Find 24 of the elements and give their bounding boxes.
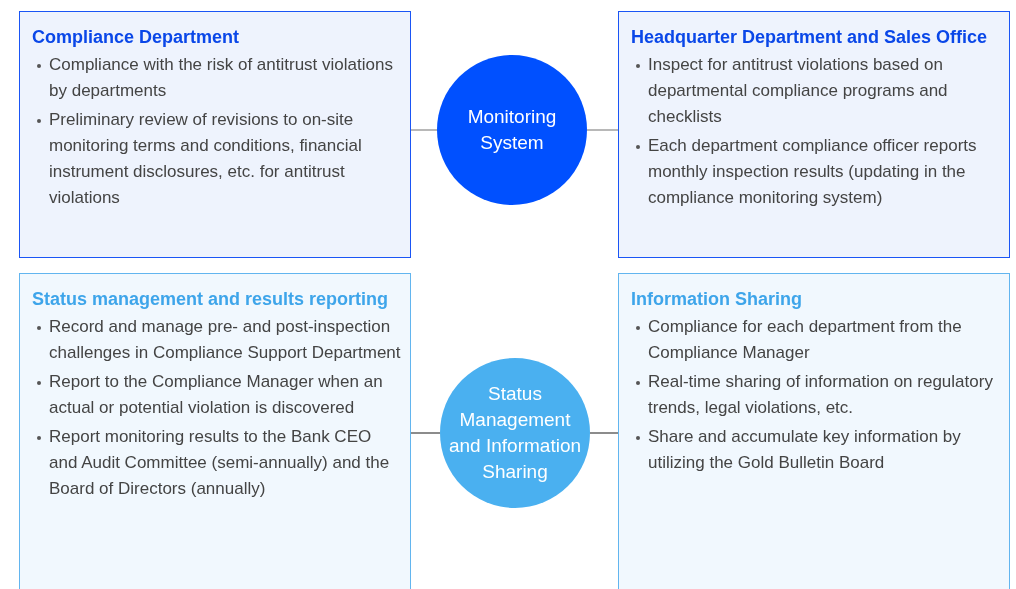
connector-line	[589, 432, 619, 434]
text-panel	[618, 273, 1010, 589]
bullet-text: Real-time sharing of information on regulatory trends, legal violations, etc.	[648, 371, 994, 419]
bullet-text: Record and manage pre- and post-inspection challenges in Compliance Support Department	[49, 316, 402, 364]
text-panel	[19, 11, 411, 258]
panel-heading: Status management and results reporting	[32, 288, 390, 311]
connector-line	[410, 432, 441, 434]
bullet-text: Each department compliance officer reports monthly inspection results (updating in the compliance monitoring system)	[648, 135, 978, 209]
text-panel	[19, 273, 411, 589]
circle-label: Monitoring System	[466, 105, 558, 155]
bullet-text: Compliance for each department from the Compliance Manager	[648, 316, 963, 364]
connector-line	[586, 129, 619, 131]
bullet-text: Compliance with the risk of antitrust violations by departments	[49, 54, 394, 102]
panel-heading: Information Sharing	[631, 288, 803, 311]
panel-heading: Headquarter Department and Sales Office	[631, 26, 989, 49]
panel-heading: Compliance Department	[32, 26, 241, 49]
text-panel	[618, 11, 1010, 258]
circle-label: Status Management and Information Sharing	[448, 382, 582, 484]
bullet-text: Inspect for antitrust violations based on departmental compliance programs and checklists	[648, 54, 949, 128]
bullet-text: Report to the Compliance Manager when an actual or potential violation is discovered	[49, 371, 384, 419]
bullet-text: Report monitoring results to the Bank CEO and Audit Committee (semi-annually) and the Board of Directors (annually)	[49, 426, 391, 500]
connector-line	[410, 129, 438, 131]
bullet-text: Preliminary review of revisions to on-site monitoring terms and conditions, financial instrument disclosures, etc. for antitrust violations	[49, 109, 363, 209]
bullet-text: Share and accumulate key information by utilizing the Gold Bulletin Board	[648, 426, 962, 474]
